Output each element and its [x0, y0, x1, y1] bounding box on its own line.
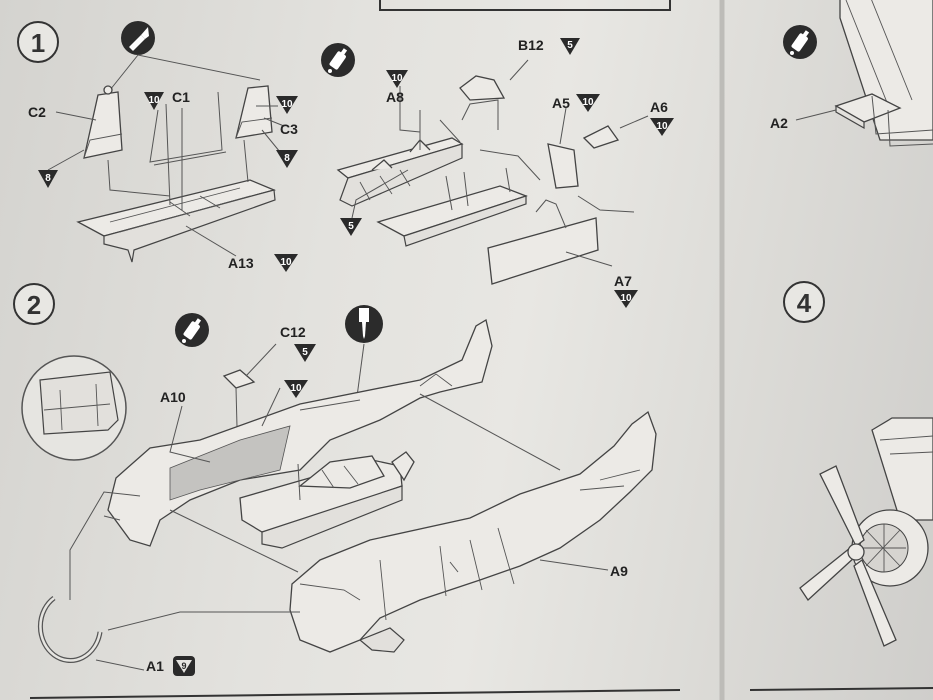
part-label-a2: A2	[770, 115, 788, 131]
step-2: 2	[13, 283, 657, 676]
propeller-blade	[799, 547, 857, 601]
part-label-a7: A7	[614, 273, 632, 289]
paint-code-badge	[576, 94, 600, 112]
step-2-circle	[13, 283, 55, 325]
svg-text:10: 10	[148, 95, 160, 106]
paint-code-badge	[294, 344, 316, 362]
svg-text:5: 5	[567, 40, 573, 51]
svg-text:8: 8	[284, 153, 290, 164]
paint-code-badge	[38, 170, 58, 188]
svg-text:5: 5	[302, 347, 308, 358]
svg-text:5: 5	[348, 221, 354, 232]
glue-area	[169, 425, 291, 501]
glue-tube-icon	[783, 25, 817, 59]
fuselage-right-a9	[289, 410, 657, 653]
svg-text:10: 10	[280, 257, 292, 268]
part-label-c1: C1	[172, 89, 190, 105]
part-label-b12: B12	[518, 37, 544, 53]
step-2-number: 2	[27, 290, 41, 320]
step-1: 1 C2 8 10 C1 10 C3 8 A13	[17, 21, 298, 272]
part-label-c3: C3	[280, 121, 298, 137]
bottom-rule-right	[749, 687, 933, 691]
paint-code-badge	[614, 290, 638, 308]
glue-tube-icon	[175, 313, 209, 347]
step-4-partial: 4	[783, 281, 933, 647]
title-box-edge	[379, 0, 671, 11]
step-1-subassembly: 10 A8 5 B12 5 A5 10 A6 10 A7 10	[321, 37, 674, 308]
part-label-c2: C2	[28, 104, 46, 120]
step-3-partial: A2	[770, 0, 933, 147]
propeller-blade	[819, 465, 865, 547]
step-4-number: 4	[797, 288, 812, 318]
part-c12	[222, 369, 256, 389]
wing-root	[871, 417, 933, 521]
part-label-a8: A8	[386, 89, 404, 105]
propeller-spinner	[847, 543, 865, 561]
seat-c3	[235, 85, 273, 139]
svg-text:10: 10	[620, 293, 632, 304]
paint-code-badge	[274, 254, 298, 272]
part-label-a9: A9	[610, 563, 628, 579]
svg-text:9: 9	[181, 661, 186, 671]
paint-code-badge	[276, 150, 298, 168]
wing-section	[839, 0, 933, 141]
svg-text:10: 10	[656, 121, 668, 132]
step-4-circle	[783, 281, 825, 323]
step-1-number: 1	[31, 28, 45, 58]
hobby-knife-icon	[121, 21, 155, 55]
seat-c2	[83, 91, 123, 159]
paint-code-badge	[276, 96, 298, 114]
step-1-circle	[17, 21, 59, 63]
propeller-blade	[853, 558, 897, 647]
part-a6	[582, 125, 620, 149]
drill-icon	[345, 305, 383, 343]
part-label-a13: A13	[228, 255, 254, 271]
paint-code-badge	[144, 92, 164, 110]
part-label-a5: A5	[552, 95, 570, 111]
svg-text:10: 10	[391, 73, 403, 84]
paint-code-badge	[386, 70, 408, 88]
part-label-a10: A10	[160, 389, 186, 405]
paint-code-badge	[560, 38, 580, 55]
paint-code-badge	[650, 118, 674, 136]
svg-text:8: 8	[45, 173, 51, 184]
svg-text:10: 10	[582, 97, 594, 108]
fuselage-left-a10	[107, 318, 493, 547]
part-a5	[547, 143, 579, 189]
svg-text:10: 10	[290, 383, 302, 394]
part-b12	[459, 75, 506, 101]
part-label-a1: A1	[146, 658, 164, 674]
svg-text:10: 10	[281, 99, 293, 110]
bottom-rule	[29, 689, 681, 699]
glue-tube-icon	[321, 43, 355, 77]
panel-a7	[487, 217, 599, 285]
paint-code-badge	[340, 218, 362, 236]
part-label-a6: A6	[650, 99, 668, 115]
part-label-c12: C12	[280, 324, 306, 340]
paint-code-badge	[284, 380, 308, 398]
